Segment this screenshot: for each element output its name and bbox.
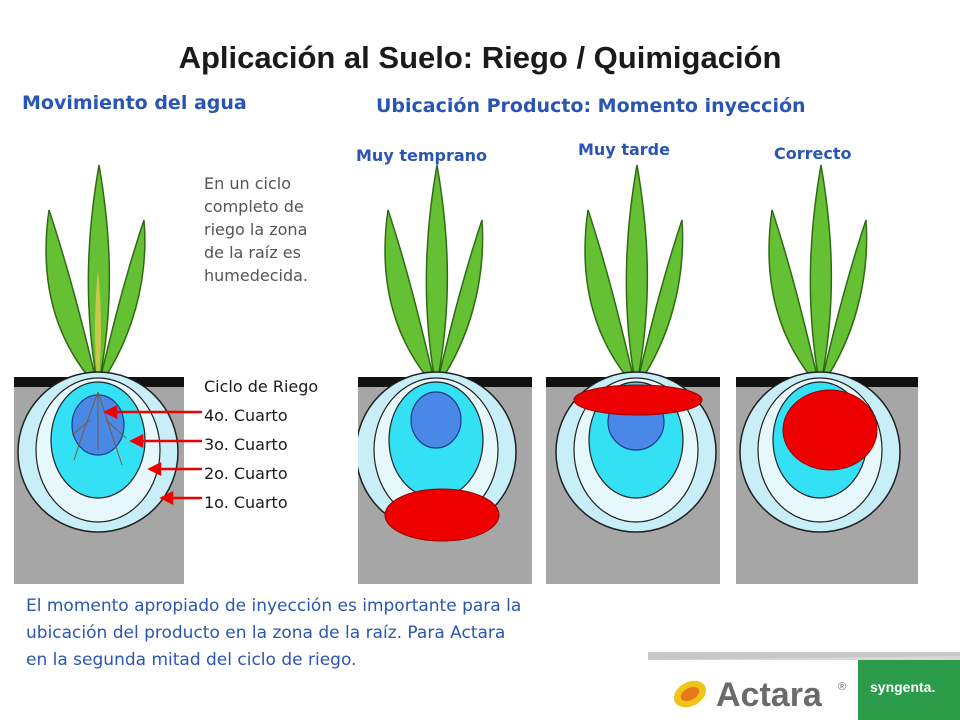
page-title: Aplicación al Suelo: Riego / Quimigación bbox=[178, 40, 782, 75]
arrow-head-icon bbox=[103, 404, 118, 420]
actara-leaf-icon bbox=[673, 680, 707, 708]
irrigation-description: En un ciclo completo de riego la zona de… bbox=[204, 174, 308, 285]
syngenta-badge bbox=[858, 660, 960, 720]
root-lines bbox=[71, 391, 127, 466]
arrow-head-icon bbox=[159, 490, 174, 506]
plant-icon bbox=[45, 164, 146, 389]
water-movement-heading: Movimiento del agua bbox=[22, 92, 247, 114]
panel-too-late bbox=[546, 130, 720, 584]
water-movement-illustration bbox=[14, 130, 184, 584]
plant-icon bbox=[384, 164, 484, 389]
quarter-2-label: 2o. Cuarto bbox=[204, 464, 288, 483]
panel-too-early bbox=[358, 130, 532, 584]
panel-correct bbox=[736, 130, 918, 584]
registered-mark: ® bbox=[838, 681, 846, 693]
arrow-head-icon bbox=[129, 433, 144, 449]
quarter-1-label: 1o. Cuarto bbox=[204, 493, 288, 512]
label-too-late: Muy tarde bbox=[578, 140, 670, 159]
quarter-arrows bbox=[103, 404, 202, 506]
arrow-head-icon bbox=[147, 461, 162, 477]
label-correct: Correcto bbox=[774, 144, 852, 163]
irrigation-cycle-legend: Ciclo de Riego 4o. Cuarto 3o. Cuarto 2o.… bbox=[204, 372, 318, 517]
cycle-heading: Ciclo de Riego bbox=[204, 377, 319, 396]
plant-icon bbox=[768, 164, 868, 389]
product-placement-blob bbox=[384, 488, 500, 542]
plant-icon bbox=[584, 164, 684, 389]
product-placement-blob bbox=[782, 389, 878, 471]
footer-note: El momento apropiado de inyección es imp… bbox=[26, 596, 522, 670]
product-placement-heading: Ubicación Producto: Momento inyección bbox=[376, 95, 806, 117]
label-too-early: Muy temprano bbox=[356, 146, 488, 165]
company-name: syngenta. bbox=[870, 679, 935, 695]
quarter-4-label: 4o. Cuarto bbox=[204, 406, 288, 425]
brand-logo: Actara ® syngenta. bbox=[648, 652, 960, 720]
product-name: Actara bbox=[716, 676, 823, 714]
product-placement-blob bbox=[573, 384, 703, 416]
quarter-3-label: 3o. Cuarto bbox=[204, 435, 288, 454]
